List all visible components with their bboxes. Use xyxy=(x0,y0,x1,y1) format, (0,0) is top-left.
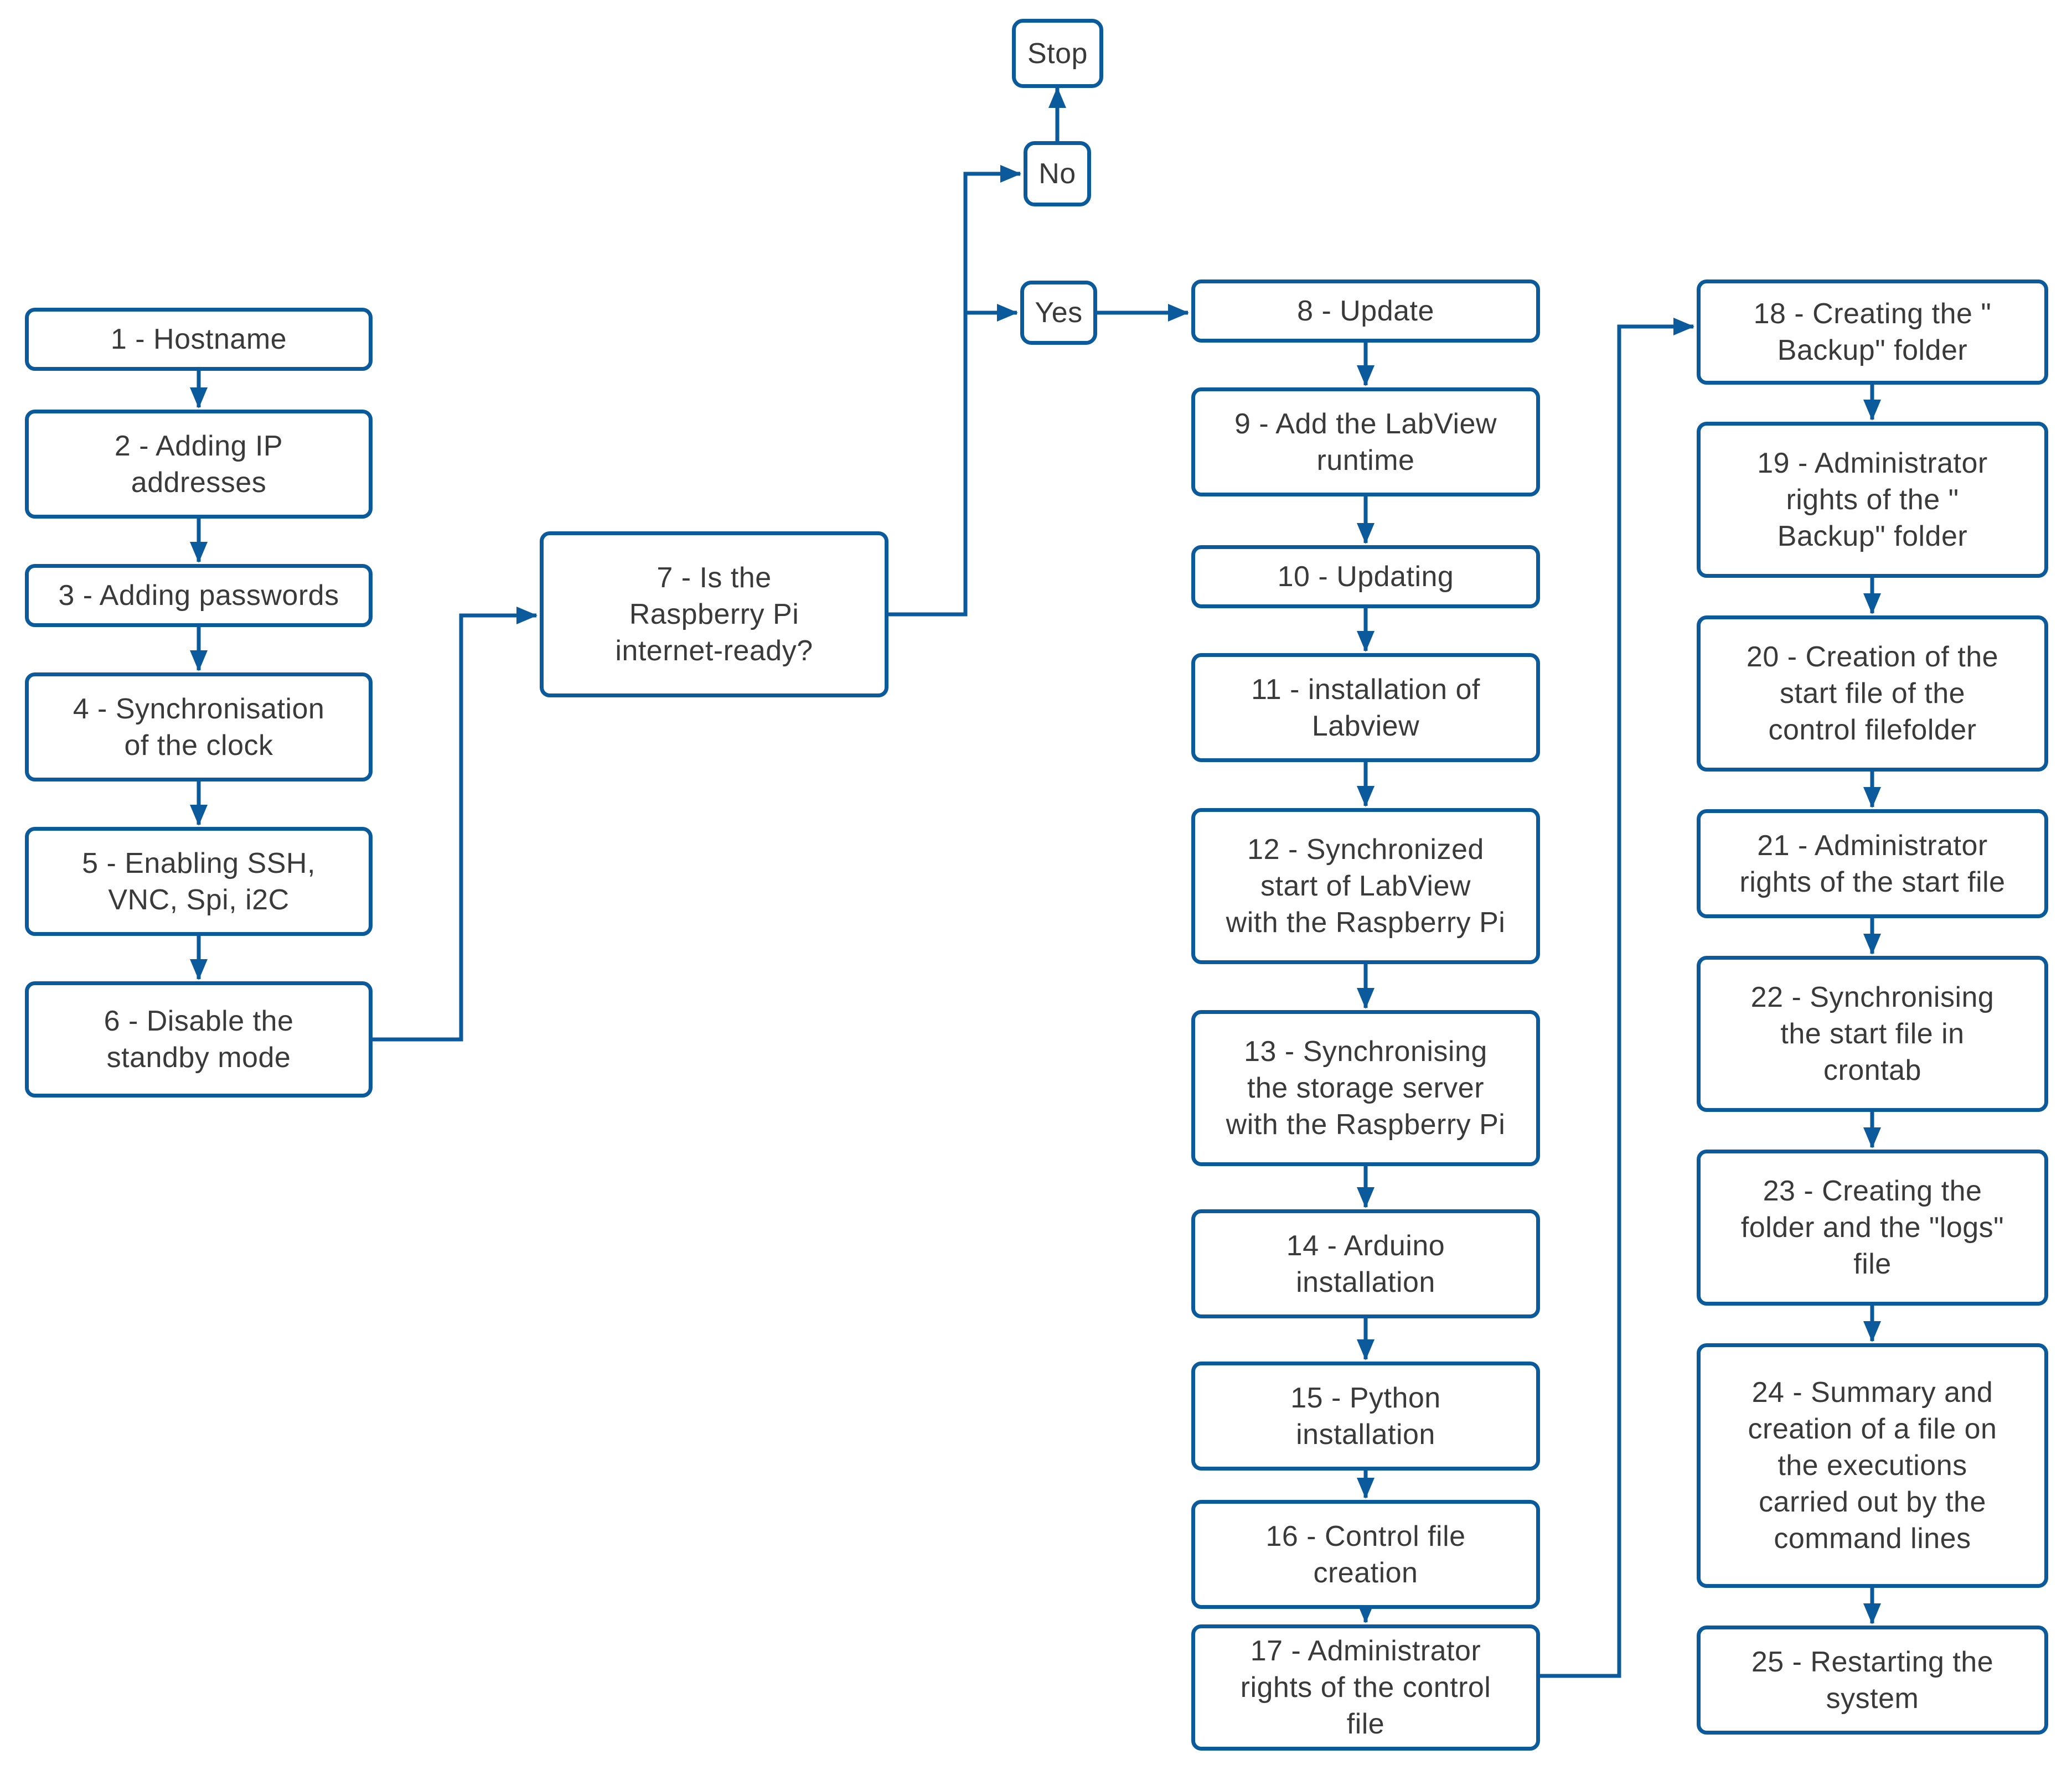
node-1-hostname: 1 - Hostname xyxy=(25,308,373,371)
node-13-sync-storage-server: 13 - Synchronising the storage server wi… xyxy=(1191,1010,1540,1166)
node-label: 12 - Synchronized start of LabView with … xyxy=(1226,834,1506,939)
node-24-summary-executions-file: 24 - Summary and creation of a file on t… xyxy=(1697,1343,2048,1588)
node-label: Yes xyxy=(1035,297,1083,329)
node-7-internet-ready-decision: 7 - Is the Raspberry Pi internet-ready? xyxy=(540,531,888,697)
edge-7-no xyxy=(888,165,1021,617)
node-22-sync-start-file-crontab: 22 - Synchronising the start file in cro… xyxy=(1697,956,2048,1112)
node-label: 10 - Updating xyxy=(1277,561,1454,593)
node-19-admin-rights-backup-folder: 19 - Administrator rights of the " Backu… xyxy=(1697,422,2048,578)
node-label: 2 - Adding IP addresses xyxy=(114,429,283,499)
node-label: 25 - Restarting the system xyxy=(1751,1645,1994,1715)
node-label: 1 - Hostname xyxy=(110,323,287,355)
node-21-admin-rights-start-file: 21 - Administrator rights of the start f… xyxy=(1697,809,2048,918)
node-label: 9 - Add the LabView runtime xyxy=(1234,407,1497,477)
node-label: Stop xyxy=(1027,37,1088,70)
edge-6-7 xyxy=(373,607,538,1042)
node-label: 11 - installation of Labview xyxy=(1251,673,1480,742)
node-label: 20 - Creation of the start file of the c… xyxy=(1746,641,1999,746)
node-label: 14 - Arduino installation xyxy=(1286,1229,1445,1298)
node-stop: Stop xyxy=(1012,19,1103,88)
node-20-create-start-file: 20 - Creation of the start file of the c… xyxy=(1697,615,2048,772)
node-label: 17 - Administrator rights of the control… xyxy=(1240,1635,1491,1740)
node-16-control-file-creation: 16 - Control file creation xyxy=(1191,1500,1540,1609)
node-label: No xyxy=(1038,158,1076,190)
node-label: 13 - Synchronising the storage server wi… xyxy=(1226,1036,1506,1141)
node-11-labview-installation: 11 - installation of Labview xyxy=(1191,653,1540,762)
node-3-adding-passwords: 3 - Adding passwords xyxy=(25,564,373,627)
node-2-adding-ip-addresses: 2 - Adding IP addresses xyxy=(25,410,373,519)
node-label: 22 - Synchronising the start file in cro… xyxy=(1750,981,1995,1086)
node-25-restart-system: 25 - Restarting the system xyxy=(1697,1626,2048,1735)
node-label: 8 - Update xyxy=(1297,295,1434,327)
node-14-arduino-installation: 14 - Arduino installation xyxy=(1191,1209,1540,1318)
node-label: 7 - Is the Raspberry Pi internet-ready? xyxy=(615,562,813,667)
node-label: 4 - Synchronisation of the clock xyxy=(73,692,325,762)
node-10-updating: 10 - Updating xyxy=(1191,545,1540,608)
node-label: 18 - Creating the " Backup" folder xyxy=(1753,298,1992,366)
node-label: 24 - Summary and creation of a file on t… xyxy=(1748,1376,1997,1555)
node-23-create-folder-logs-file: 23 - Creating the folder and the "logs" … xyxy=(1697,1150,2048,1306)
node-6-disable-standby-mode: 6 - Disable the standby mode xyxy=(25,981,373,1098)
node-18-create-backup-folder: 18 - Creating the " Backup" folder xyxy=(1697,279,2048,385)
node-label: 21 - Administrator rights of the start f… xyxy=(1739,829,2006,898)
edge-17-18 xyxy=(1540,318,1694,1678)
node-9-add-labview-runtime: 9 - Add the LabView runtime xyxy=(1191,387,1540,496)
node-label: 16 - Control file creation xyxy=(1265,1520,1466,1589)
node-4-clock-synchronisation: 4 - Synchronisation of the clock xyxy=(25,672,373,781)
node-label: 5 - Enabling SSH, VNC, Spi, i2C xyxy=(82,847,316,916)
node-label: 6 - Disable the standby mode xyxy=(104,1005,294,1074)
node-12-synchronized-start-labview: 12 - Synchronized start of LabView with … xyxy=(1191,808,1540,964)
node-label: 19 - Administrator rights of the " Backu… xyxy=(1757,447,1988,552)
node-label: 15 - Python installation xyxy=(1290,1381,1441,1451)
node-yes: Yes xyxy=(1020,281,1097,345)
node-8-update: 8 - Update xyxy=(1191,279,1540,343)
node-15-python-installation: 15 - Python installation xyxy=(1191,1362,1540,1471)
node-label: 23 - Creating the folder and the "logs" … xyxy=(1740,1175,2004,1280)
node-no: No xyxy=(1024,141,1091,206)
node-17-admin-rights-control-file: 17 - Administrator rights of the control… xyxy=(1191,1624,1540,1751)
node-5-enabling-ssh-vnc-spi-i2c: 5 - Enabling SSH, VNC, Spi, i2C xyxy=(25,827,373,936)
node-label: 3 - Adding passwords xyxy=(58,579,339,612)
